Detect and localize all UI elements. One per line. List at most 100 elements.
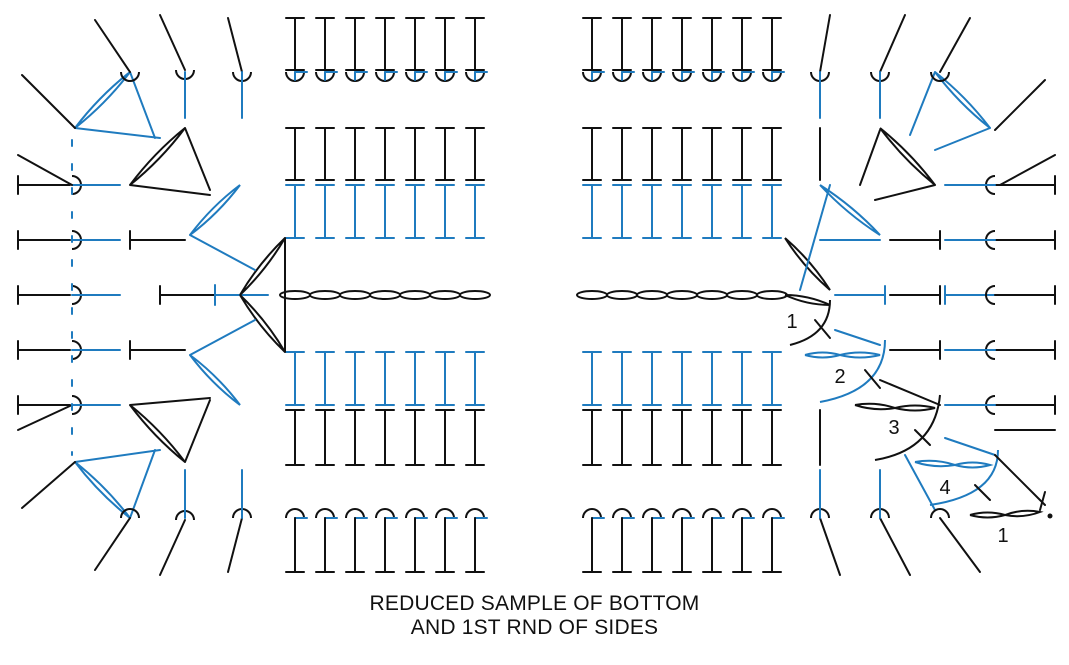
- slip-leaf: [784, 294, 831, 306]
- corner-stitch: [879, 517, 911, 576]
- corner-stitch: [819, 14, 831, 73]
- corner-stitch: [94, 19, 131, 73]
- slip-leaf: [854, 402, 896, 411]
- corner-stitch: [939, 517, 981, 573]
- fan-post: [184, 399, 211, 463]
- stitch-loop: [405, 508, 425, 519]
- row-arc: [874, 394, 941, 461]
- stitch-loop: [930, 508, 950, 519]
- chain-stitch: [399, 290, 431, 300]
- corner-stitch: [94, 517, 131, 571]
- chain-stitch: [309, 290, 341, 300]
- corner-stitch: [999, 154, 1056, 186]
- fan-post-blue: [129, 449, 156, 519]
- corner-stitch: [17, 154, 73, 186]
- corner-stitch: [17, 404, 73, 431]
- stitch-loop: [702, 508, 722, 519]
- slip-leaf: [129, 127, 186, 186]
- fan-post-blue: [189, 319, 256, 356]
- fan-post-blue: [74, 127, 161, 139]
- fan-post: [129, 397, 211, 406]
- row-arc-blue: [819, 339, 886, 403]
- chain-stitch: [756, 290, 788, 300]
- chain-stitch: [636, 290, 668, 300]
- stitch-loop: [930, 71, 950, 82]
- stitch-loop: [642, 508, 662, 519]
- slip-leaf: [189, 184, 241, 236]
- row-post: [994, 454, 1046, 506]
- stitch-loop: [120, 71, 140, 82]
- corner-stitch: [819, 517, 841, 576]
- row-post-blue: [834, 329, 881, 346]
- corner-stitch: [227, 517, 243, 573]
- chain-stitch: [606, 290, 638, 300]
- corner-stitch: [939, 17, 971, 73]
- chain-stitch: [576, 290, 608, 300]
- corner-stitch: [994, 79, 1046, 131]
- stitch-loop: [375, 508, 395, 519]
- chain-stitch: [459, 290, 491, 300]
- row-post-blue: [944, 437, 996, 456]
- slip-leaf: [914, 459, 956, 468]
- row-label-5: 1: [997, 525, 1008, 547]
- corner-stitch: [879, 14, 906, 73]
- corner-stitch: [227, 17, 243, 73]
- chain-stitch: [339, 290, 371, 300]
- slip-leaf: [189, 354, 241, 406]
- fan-post-blue: [909, 71, 936, 136]
- row-mark: [974, 484, 991, 501]
- stitch-loop: [345, 508, 365, 519]
- fan-post-blue: [129, 71, 156, 139]
- slip-leaf: [804, 351, 844, 359]
- fan-post-blue: [74, 449, 161, 463]
- corner-stitch: [159, 14, 186, 71]
- chain-stitch: [696, 290, 728, 300]
- row-label-1: 1: [786, 311, 797, 333]
- stitch-loop: [120, 508, 140, 519]
- stitch-loop: [285, 508, 305, 519]
- slip-leaf: [839, 351, 881, 359]
- chain-stitch: [726, 290, 758, 300]
- fan-post: [874, 184, 936, 201]
- row-post-blue: [904, 454, 936, 511]
- slip-leaf: [74, 461, 131, 519]
- stitch-top: [1039, 491, 1046, 511]
- slip-leaf: [784, 237, 831, 291]
- stitch-loop: [435, 508, 455, 519]
- stitch-loop: [612, 508, 632, 519]
- corner-stitch: [21, 461, 76, 509]
- chain-stitch: [369, 290, 401, 300]
- caption-line-2: AND 1ST RND OF SIDES: [410, 616, 659, 639]
- slip-leaf: [879, 127, 936, 186]
- stitch-loop: [465, 508, 485, 519]
- caption-line-1: REDUCED SAMPLE OF BOTTOM: [369, 592, 700, 615]
- fan-post: [184, 127, 211, 191]
- stitch-loop: [672, 508, 692, 519]
- slip-leaf: [819, 184, 881, 236]
- row-mark: [914, 429, 931, 446]
- stitch-diagram: 1 2 3 4 1: [17, 14, 1056, 576]
- row-arc-blue: [929, 449, 999, 506]
- corner-stitch: [21, 74, 76, 129]
- row-post: [879, 379, 941, 406]
- row-label-4: 4: [939, 477, 950, 499]
- row-label-3: 3: [888, 417, 899, 439]
- chain-stitch: [429, 290, 461, 300]
- fan-post: [129, 184, 211, 196]
- row-label-2: 2: [834, 366, 845, 388]
- row-mark: [864, 369, 881, 389]
- stitch-loop: [582, 508, 602, 519]
- slip-leaf: [74, 71, 131, 129]
- end-dot: [1047, 513, 1053, 519]
- stitch-loop: [985, 285, 996, 305]
- stitch-loop: [315, 508, 335, 519]
- row-mark: [814, 319, 831, 339]
- fan-post: [859, 129, 881, 186]
- row-arc: [789, 299, 831, 346]
- fan-post-blue: [934, 127, 991, 151]
- fan-post-blue: [189, 234, 256, 271]
- slip-leaf: [894, 404, 936, 412]
- slip-leaf: [969, 511, 1009, 519]
- corner-stitch: [159, 519, 186, 576]
